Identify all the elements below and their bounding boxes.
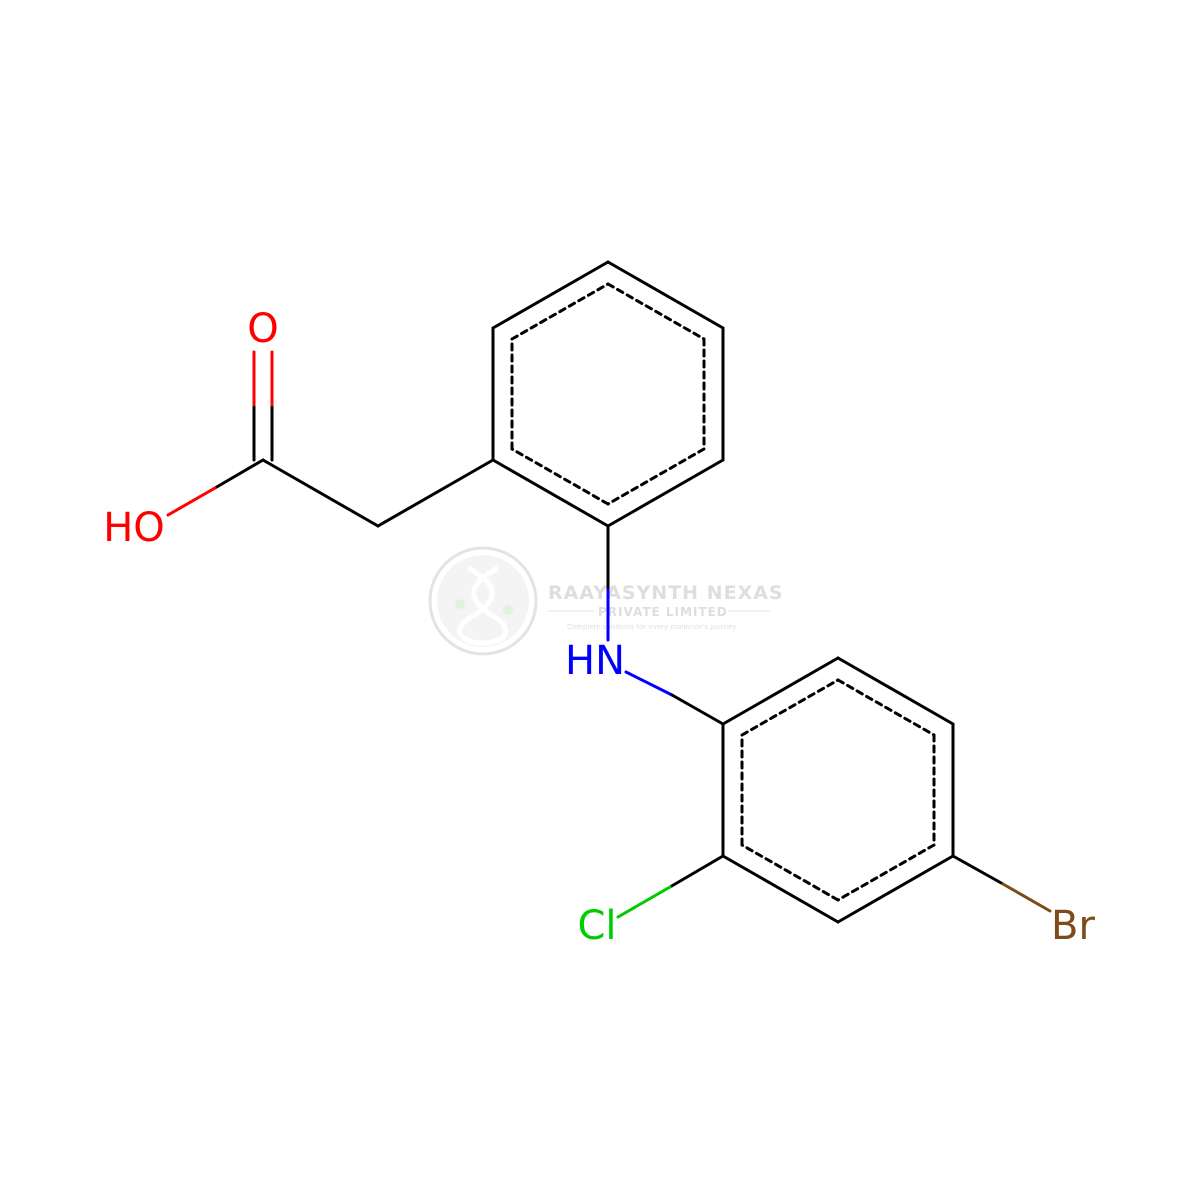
- bond-ring2-4: [836, 854, 955, 924]
- bond-ring2-5: [721, 854, 840, 924]
- watermark-tagline: Complete solutions for every molecule's …: [567, 623, 736, 631]
- bond-n-ring2-black: [670, 693, 725, 726]
- watermark-company: RAAYASYNTH NEXAS: [548, 582, 784, 604]
- oxygen-carbonyl-label: O: [247, 306, 278, 352]
- ring2-aromatic-circuit: [740, 678, 936, 902]
- bond-ring1-4: [491, 458, 610, 528]
- bond-c-oh-black: [213, 458, 265, 490]
- bond-ring2-cl-black: [668, 854, 725, 889]
- bond-ring2-2: [836, 656, 955, 726]
- bond-ring1-6: [491, 260, 610, 330]
- bond-ring2-1: [721, 656, 840, 726]
- bond-ch2-carboxyl: [261, 458, 380, 528]
- ring1-aromatic-circuit: [510, 282, 706, 506]
- atom-labels: O HO HN Cl Br: [103, 306, 1095, 949]
- bond-ring2-br-black: [951, 854, 1005, 886]
- bond-ring1-1: [606, 260, 725, 330]
- amine-label: HN: [565, 638, 625, 684]
- hydroxyl-label: HO: [103, 505, 165, 551]
- watermark-subtitle: PRIVATE LIMITED: [598, 605, 728, 619]
- bromine-label: Br: [1051, 903, 1095, 949]
- bond-ring1-3: [606, 458, 725, 528]
- chlorine-label: Cl: [577, 903, 616, 949]
- bond-c-oh-red: [166, 486, 217, 517]
- bond-ring1-ch2: [376, 458, 495, 528]
- bond-ring2-br-brown: [1001, 882, 1052, 913]
- bond-ring2-cl-green: [616, 885, 672, 919]
- bonds: [166, 260, 1052, 924]
- bond-n-ring2-blue: [624, 670, 674, 697]
- dna-helix-logo-icon: [428, 546, 538, 656]
